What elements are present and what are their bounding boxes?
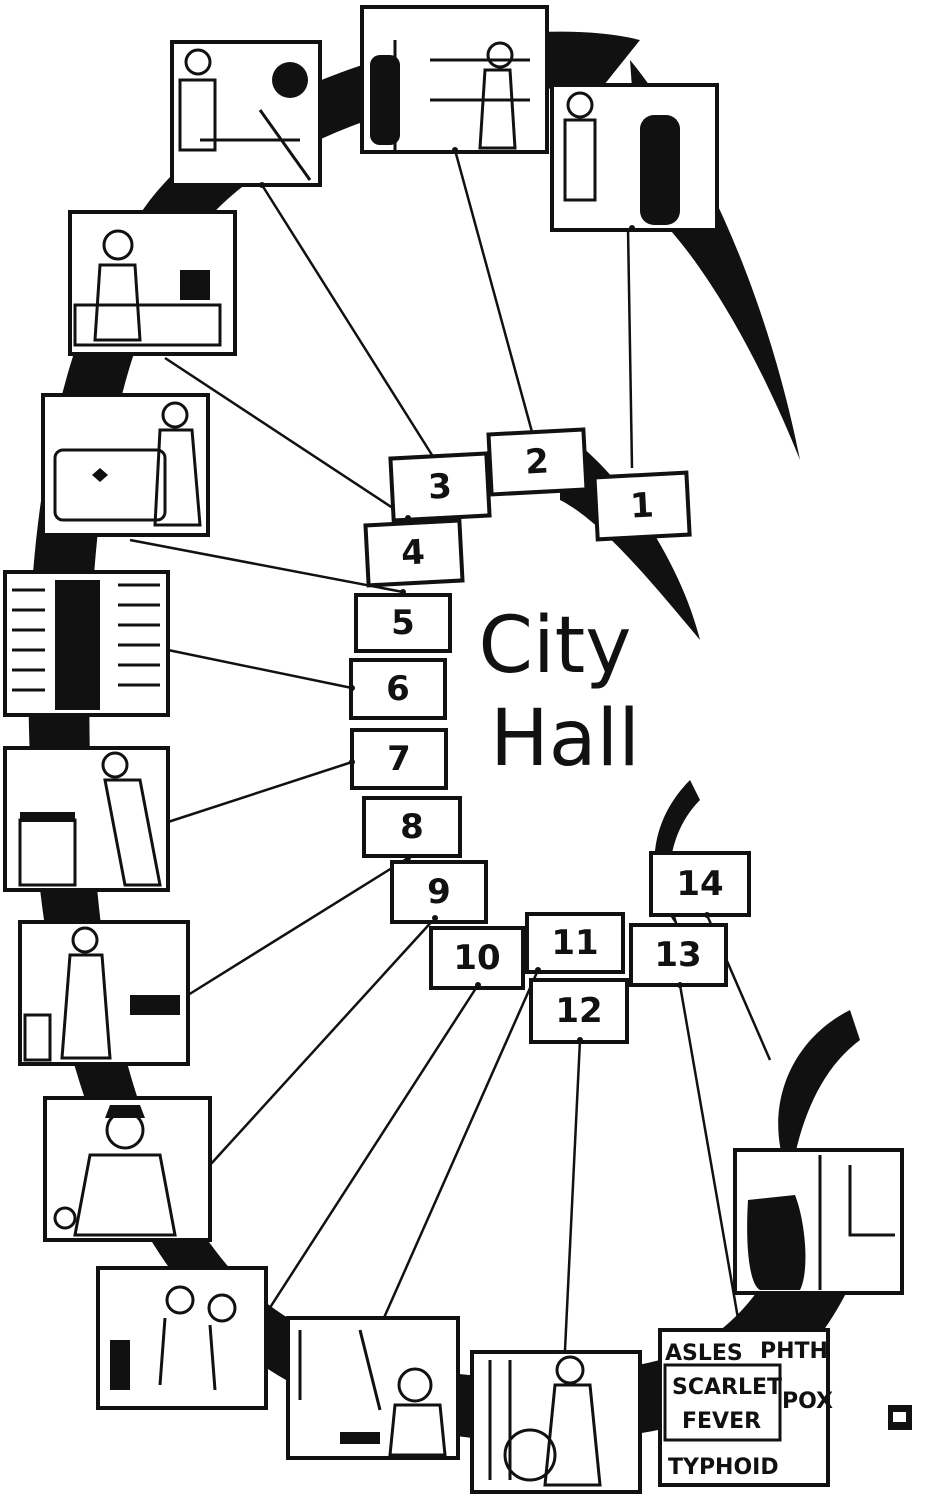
number-box-4: 4 — [365, 521, 462, 586]
panel-13-disease-signs: ASLES PHTH SCARLET FEVER POX TYPHOID — [660, 1330, 833, 1485]
panel-11-girl-at-window — [288, 1318, 458, 1458]
number-box-11: 11 — [527, 914, 623, 972]
number-box-7: 7 — [352, 730, 446, 788]
panel-10-children-on-bench — [98, 1268, 266, 1408]
connector-13 — [680, 985, 740, 1330]
number-label-5: 5 — [391, 603, 415, 643]
sign-scarlet-text: SCARLET — [672, 1375, 782, 1400]
connector-1 — [628, 228, 632, 468]
sign-phth-text: PHTH — [760, 1339, 828, 1364]
number-box-5: 5 — [356, 595, 450, 651]
panel-7-woman-washing — [5, 748, 168, 890]
number-box-1: 1 — [594, 473, 689, 540]
number-box-3: 3 — [390, 454, 489, 521]
connector-6 — [168, 650, 352, 688]
connector-8 — [188, 858, 408, 995]
panel-5-man-at-bathtub — [43, 395, 208, 535]
panel-8-woman-at-stove — [20, 922, 188, 1064]
panel-12-man-at-pump — [472, 1352, 640, 1492]
connector-11 — [383, 970, 538, 1320]
connector-12 — [565, 1040, 580, 1350]
number-label-7: 7 — [387, 739, 411, 779]
panel-2-two-people-at-door — [362, 7, 547, 152]
corner-mark-icon — [888, 1405, 912, 1430]
number-label-4: 4 — [400, 532, 426, 573]
number-label-14: 14 — [676, 864, 723, 904]
number-box-9: 9 — [392, 862, 486, 922]
sign-typhoid-text: TYPHOID — [668, 1455, 779, 1480]
title-line-hall: Hall — [490, 694, 640, 784]
number-label-10: 10 — [453, 938, 500, 978]
panel-6-window-shutters — [5, 572, 168, 715]
number-label-13: 13 — [654, 935, 701, 975]
number-label-9: 9 — [427, 872, 451, 912]
number-label-6: 6 — [386, 669, 410, 709]
panel-1-inspector-handing-paper — [552, 85, 717, 230]
title-line-city: City — [479, 601, 632, 691]
number-label-11: 11 — [551, 923, 598, 963]
number-label-2: 2 — [524, 441, 550, 482]
sign-fever-text: FEVER — [682, 1409, 761, 1434]
connector-7 — [168, 762, 352, 822]
number-label-12: 12 — [555, 991, 602, 1031]
connector-10 — [262, 985, 478, 1320]
panel-14-person-at-door — [735, 1150, 902, 1293]
number-box-10: 10 — [431, 928, 523, 988]
picture-panels: ASLES PHTH SCARLET FEVER POX TYPHOID — [5, 7, 902, 1492]
connector-3 — [262, 185, 432, 455]
number-box-14: 14 — [651, 853, 749, 915]
number-box-12: 12 — [531, 980, 627, 1042]
panel-4-woman-cooking — [70, 212, 235, 354]
number-label-8: 8 — [400, 807, 424, 847]
number-box-6: 6 — [351, 660, 445, 718]
number-label-3: 3 — [427, 466, 453, 507]
number-box-2: 2 — [488, 430, 586, 495]
connector-2 — [455, 150, 532, 432]
panel-3-woman-at-counter — [172, 42, 320, 185]
number-box-13: 13 — [631, 925, 726, 985]
number-label-1: 1 — [629, 485, 655, 526]
connector-9 — [210, 918, 435, 1165]
panel-9-nurse-with-child — [45, 1098, 210, 1240]
sign-pox-text: POX — [782, 1389, 833, 1414]
sign-measles-text: ASLES — [665, 1341, 743, 1366]
number-box-8: 8 — [364, 798, 460, 856]
connector-5 — [130, 540, 403, 592]
